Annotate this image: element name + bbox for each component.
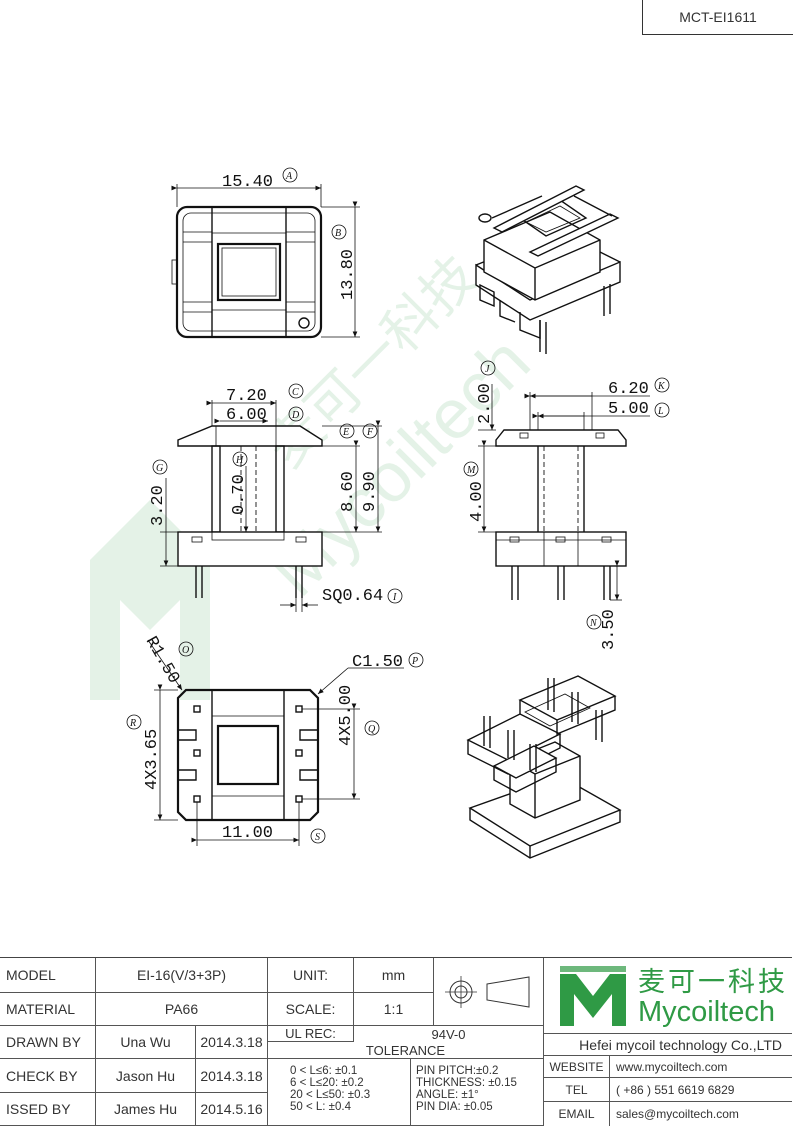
- watermark-logo-icon: [90, 500, 210, 700]
- side-view: 2.00 J 6.20 K 5.00 L 4.00 M 3.50 N: [463, 360, 670, 650]
- callout-h: H: [235, 455, 244, 466]
- callout-o: O: [182, 645, 189, 656]
- dim-990: 9.90: [361, 471, 380, 512]
- callout-k: K: [657, 381, 666, 392]
- dim-200: 2.00: [476, 383, 495, 424]
- iso-view-top: [475, 185, 621, 354]
- company-name: Hefei mycoil technology Co.,LTD: [544, 1034, 792, 1056]
- material-label: MATERIAL: [0, 993, 96, 1026]
- dim-320: 3.20: [149, 485, 168, 526]
- mycoiltech-logo-icon: [560, 966, 626, 1026]
- drawn-label: DRAWN BY: [0, 1026, 96, 1059]
- dim-c150: C1.50: [352, 653, 403, 672]
- dim-4x365: 4X3.65: [143, 729, 162, 790]
- ul-label: UL REC:: [268, 1026, 354, 1042]
- website-label: WEBSITE: [544, 1056, 610, 1078]
- callout-r: R: [129, 718, 136, 729]
- tol-2: 6 < L≤20: ±0.2: [290, 1077, 364, 1089]
- dim-070: 0.70: [230, 474, 249, 515]
- model-value: EI-16(V/3+3P): [96, 958, 268, 993]
- check-label: CHECK BY: [0, 1059, 96, 1093]
- callout-c: C: [292, 387, 299, 398]
- drawn-date: 2014.3.18: [196, 1026, 268, 1059]
- check-date: 2014.3.18: [196, 1059, 268, 1093]
- callout-f: F: [366, 427, 374, 438]
- drawing-number: MCT-EI1611: [642, 0, 793, 35]
- website-value[interactable]: www.mycoiltech.com: [610, 1056, 792, 1078]
- callout-b: B: [335, 228, 341, 239]
- tel-label: TEL: [544, 1078, 610, 1102]
- drawn-name: Una Wu: [96, 1026, 196, 1059]
- scale-label: SCALE:: [268, 993, 354, 1026]
- dim-sq: SQ0.64: [322, 587, 383, 606]
- callout-s: S: [315, 832, 320, 843]
- dim-500: 5.00: [608, 400, 649, 419]
- tol-8: PIN DIA: ±0.05: [416, 1101, 493, 1113]
- material-value: PA66: [96, 993, 268, 1026]
- dim-400: 4.00: [468, 481, 487, 522]
- dim-height: 13.80: [339, 249, 358, 300]
- logo-cn: 麦可一科技: [638, 967, 788, 997]
- dim-600: 6.00: [226, 406, 267, 425]
- tolerance-label: TOLERANCE: [268, 1042, 544, 1059]
- unit-value: mm: [354, 958, 434, 993]
- callout-n: N: [589, 618, 598, 629]
- tel-value: ( +86 ) 551 6619 6829: [610, 1078, 792, 1102]
- dim-350: 3.50: [600, 609, 619, 650]
- callout-d: D: [291, 410, 300, 421]
- callout-l: L: [657, 406, 664, 417]
- tol-7: ANGLE: ±1°: [416, 1089, 479, 1101]
- dim-r150: R1.50: [141, 634, 183, 688]
- model-label: MODEL: [0, 958, 96, 993]
- callout-j: J: [485, 364, 490, 375]
- dim-720: 7.20: [226, 387, 267, 406]
- tol-3: 20 < L≤50: ±0.3: [290, 1089, 371, 1101]
- callout-e: E: [342, 427, 349, 438]
- front-view: 7.20 C 6.00 D E F 3.20 G 0.70 H 8.60 9.9…: [149, 383, 403, 612]
- callout-a: A: [285, 171, 293, 182]
- tolerance-table: 0 < L≤6: ±0.1 6 < L≤20: ±0.2 20 < L≤50: …: [268, 1059, 544, 1126]
- dim-1100: 11.00: [222, 824, 273, 843]
- projection-symbol: [434, 958, 544, 1026]
- email-label: EMAIL: [544, 1102, 610, 1126]
- company-logo: 麦可一科技 Mycoiltech: [544, 958, 792, 1034]
- tol-1: 0 < L≤6: ±0.1: [290, 1065, 358, 1077]
- callout-i: I: [392, 592, 397, 603]
- callout-m: M: [466, 465, 476, 476]
- tol-5: PIN PITCH:±0.2: [416, 1065, 499, 1077]
- check-name: Jason Hu: [96, 1059, 196, 1093]
- dim-860: 8.60: [339, 471, 358, 512]
- scale-value: 1:1: [354, 993, 434, 1026]
- callout-p: P: [411, 656, 418, 667]
- title-block: MODEL EI-16(V/3+3P) MATERIAL PA66 DRAWN …: [0, 957, 792, 1126]
- bottom-view: R1.50 O C1.50 P 4X3.65 R 4X5.00 Q 11.00 …: [126, 634, 424, 846]
- ul-value: 94V-0: [354, 1026, 544, 1042]
- issued-label: ISSED BY: [0, 1093, 96, 1126]
- iso-view-bottom: [466, 675, 622, 859]
- callout-q: Q: [368, 724, 376, 735]
- dim-620: 6.20: [608, 380, 649, 399]
- projection-icon: [444, 975, 529, 1008]
- tol-6: THICKNESS: ±0.15: [416, 1077, 517, 1089]
- technical-drawing: Mycoiltech 麦可一科技 15.40 A 13.80 B: [90, 167, 670, 859]
- unit-label: UNIT:: [268, 958, 354, 993]
- tol-4: 50 < L: ±0.4: [290, 1101, 351, 1113]
- issued-date: 2014.5.16: [196, 1093, 268, 1126]
- top-view: 15.40 A 13.80 B: [171, 167, 360, 339]
- dim-4x500: 4X5.00: [337, 685, 356, 746]
- logo-en: Mycoiltech: [638, 996, 775, 1028]
- dim-width: 15.40: [222, 173, 273, 192]
- callout-g: G: [156, 463, 163, 474]
- email-value[interactable]: sales@mycoiltech.com: [616, 1107, 739, 1121]
- issued-name: James Hu: [96, 1093, 196, 1126]
